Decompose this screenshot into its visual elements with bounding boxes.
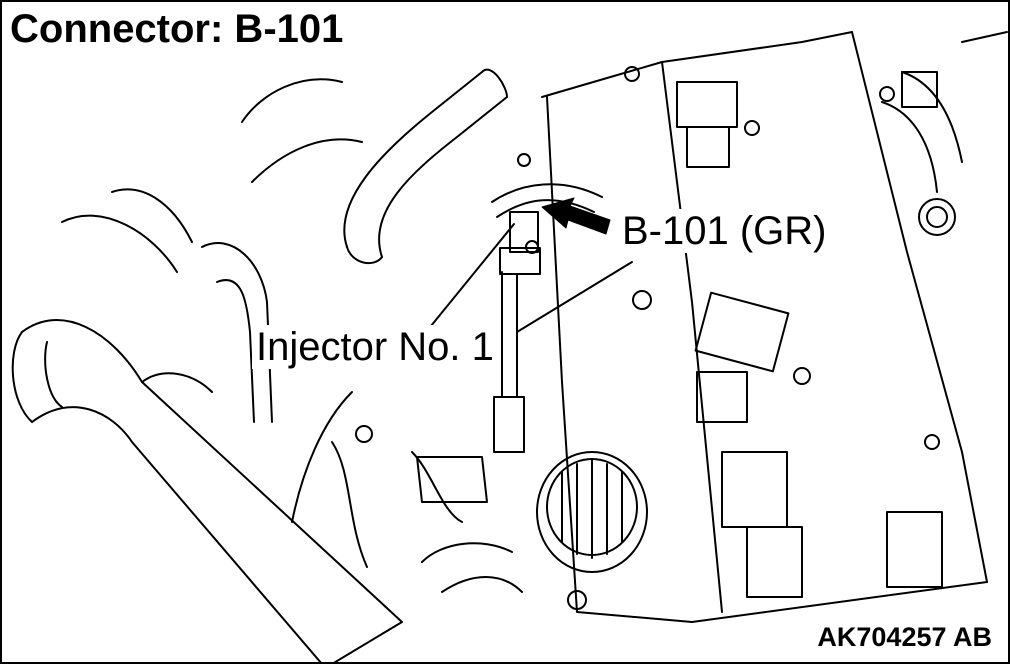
- injector-callout-label: Injector No. 1: [252, 325, 498, 369]
- intake-pipe: [11, 319, 403, 662]
- lower-wiring: [291, 391, 523, 593]
- connector-callout-label: B-101 (GR): [618, 209, 831, 253]
- fuel-rail: [491, 183, 603, 453]
- connector-leader-line: [516, 261, 633, 333]
- figure-code: AK704257 AB: [815, 622, 994, 652]
- page-title: Connector: B-101: [10, 6, 350, 54]
- ignition-coils: [676, 81, 943, 598]
- upper-right-parts: [881, 31, 1008, 236]
- oil-filler-cap: [536, 451, 648, 573]
- cam-cover: [541, 31, 988, 623]
- left-hoses: [61, 78, 363, 423]
- bolts: [355, 66, 940, 610]
- upper-hose: [343, 68, 508, 265]
- injector-leader-line: [421, 223, 515, 338]
- connector-arrow-icon: [541, 197, 611, 235]
